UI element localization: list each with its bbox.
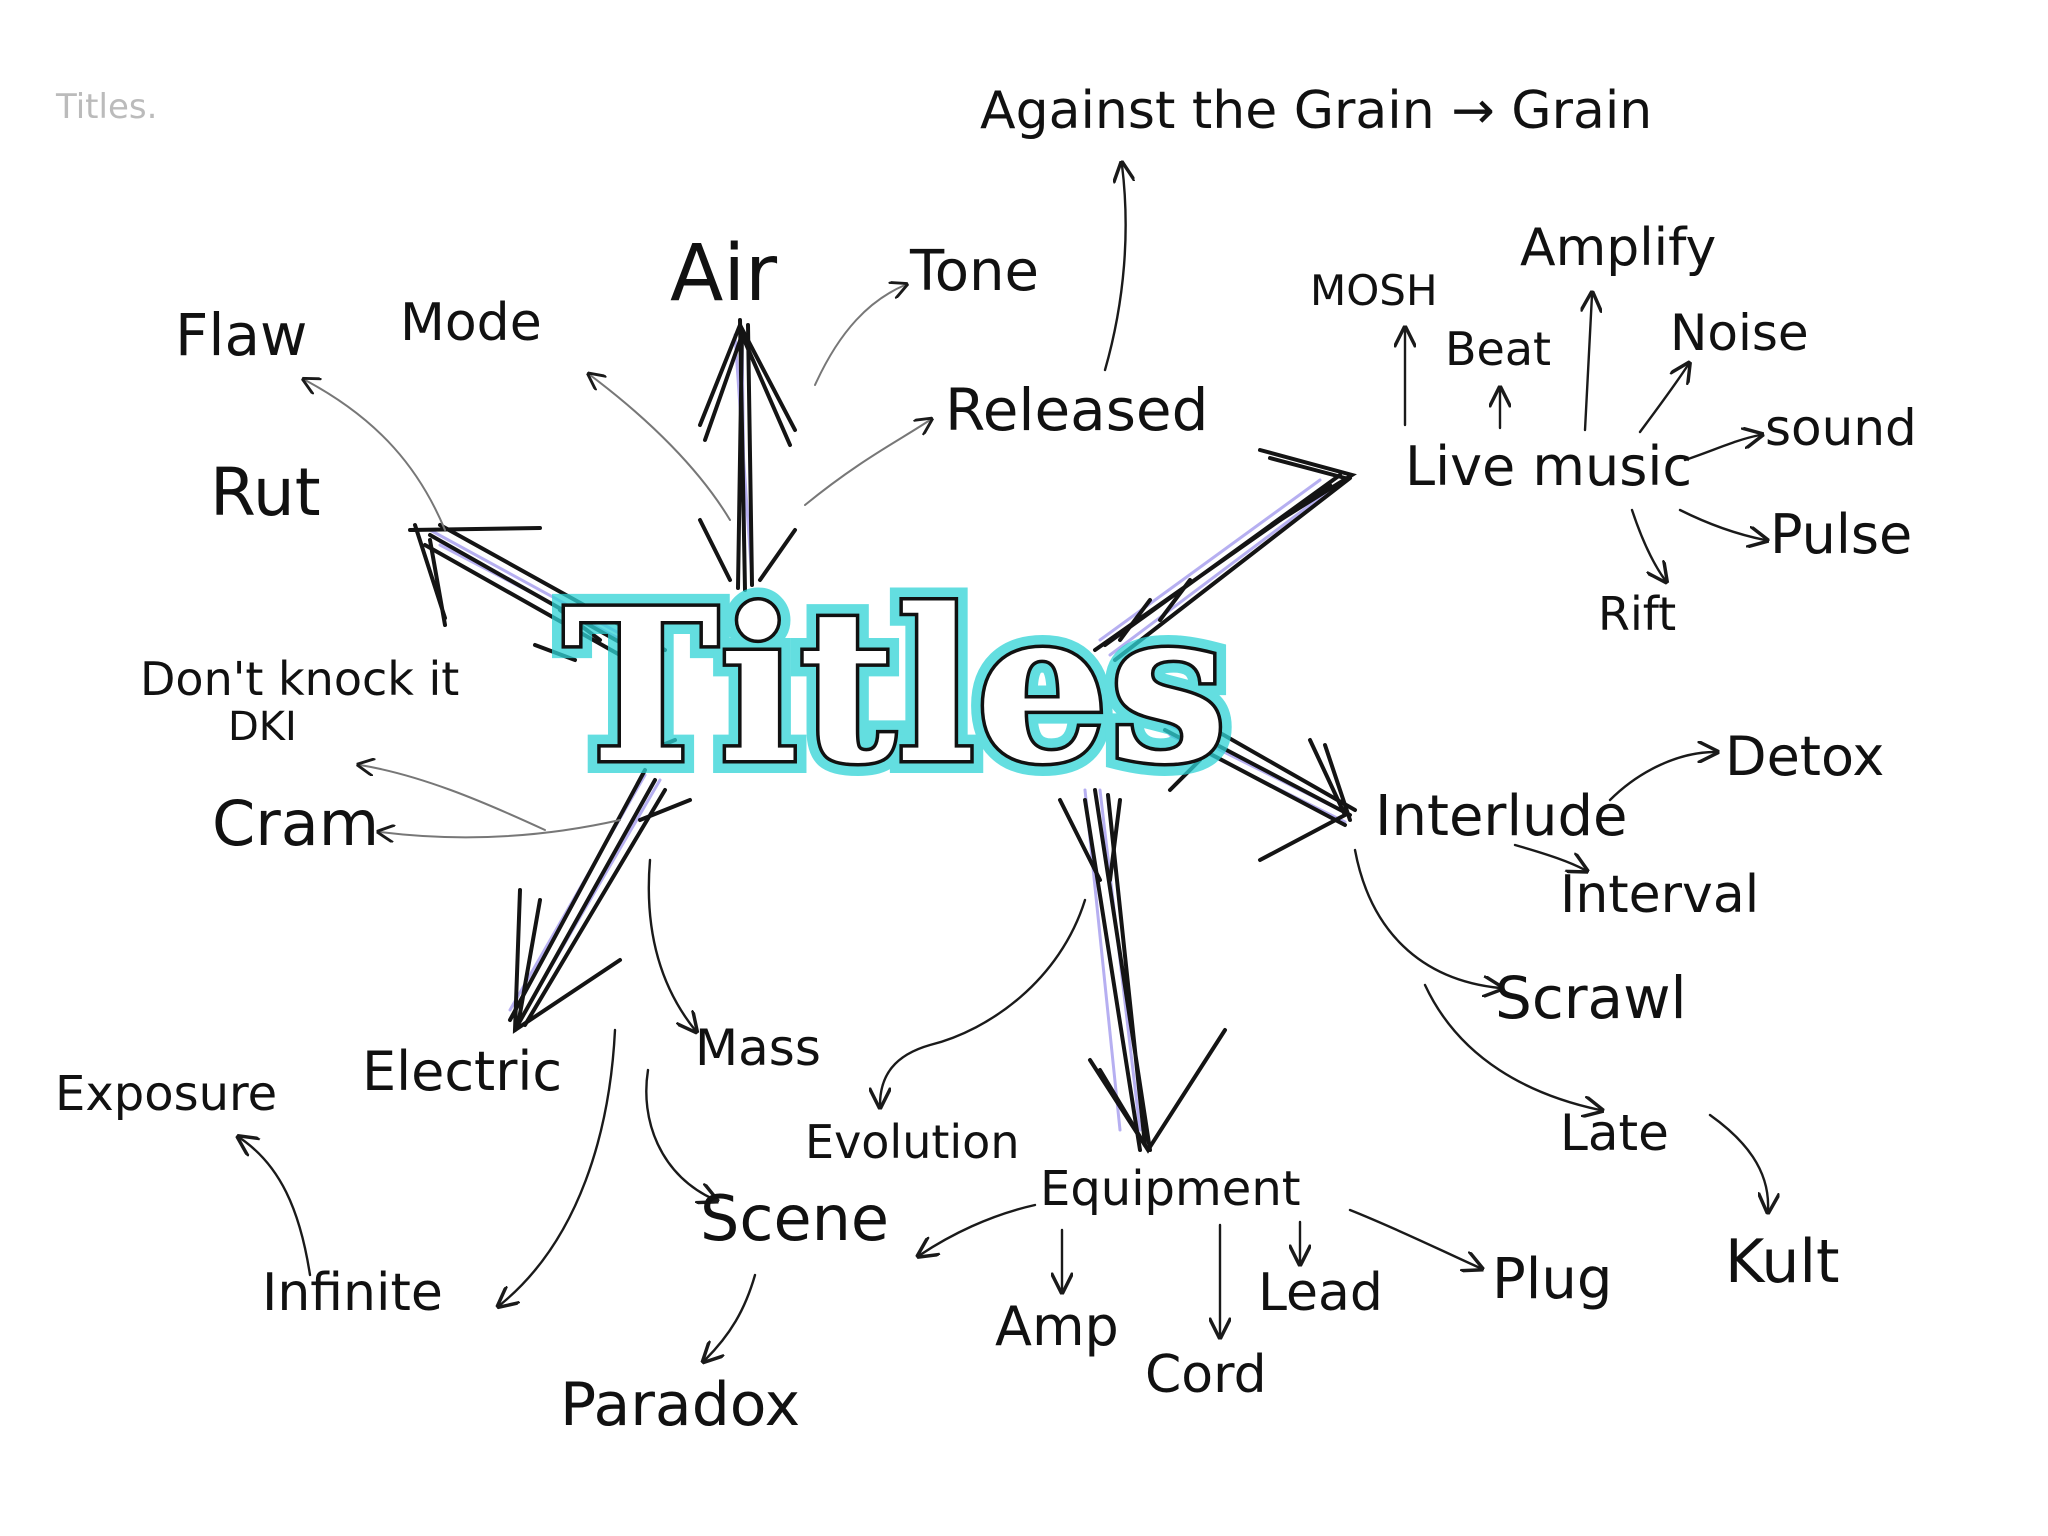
word-paradox: Paradox bbox=[560, 1370, 800, 1440]
word-cram: Cram bbox=[212, 787, 379, 860]
center-title-glow: Titles bbox=[563, 563, 1228, 810]
word-infinite: Infinite bbox=[262, 1263, 443, 1323]
word-exposure: Exposure bbox=[55, 1066, 277, 1122]
word-late: Late bbox=[1560, 1104, 1669, 1162]
word-interval: Interval bbox=[1560, 865, 1759, 925]
word-live-music: Live music bbox=[1405, 435, 1692, 498]
word-dont-knock-it: Don't knock it bbox=[140, 652, 459, 706]
word-against-the-grain: Against the Grain → Grain bbox=[980, 81, 1652, 141]
star-spikes bbox=[408, 318, 1357, 1154]
word-plug: Plug bbox=[1492, 1247, 1612, 1312]
word-labels: Against the Grain → Grain Air Tone Relea… bbox=[55, 81, 1917, 1440]
word-detox: Detox bbox=[1725, 725, 1884, 788]
word-sound: sound bbox=[1765, 399, 1917, 457]
word-mode: Mode bbox=[400, 293, 542, 353]
word-tone: Tone bbox=[909, 239, 1039, 304]
word-lead: Lead bbox=[1258, 1263, 1383, 1323]
word-equipment: Equipment bbox=[1040, 1161, 1301, 1217]
word-mass: Mass bbox=[695, 1019, 821, 1077]
connectors bbox=[240, 165, 1768, 1360]
word-rift: Rift bbox=[1598, 587, 1676, 641]
word-evolution: Evolution bbox=[805, 1115, 1019, 1169]
word-cord: Cord bbox=[1145, 1345, 1267, 1405]
word-air: Air bbox=[670, 229, 778, 319]
word-electric: Electric bbox=[362, 1040, 562, 1103]
word-dki: DKI bbox=[228, 704, 297, 750]
word-amp: Amp bbox=[995, 1295, 1119, 1358]
word-amplify: Amplify bbox=[1520, 218, 1716, 278]
word-released: Released bbox=[945, 376, 1208, 444]
word-interlude: Interlude bbox=[1375, 784, 1628, 849]
word-kult: Kult bbox=[1725, 1227, 1840, 1297]
center-title: Titles Titles bbox=[550, 550, 1241, 823]
word-mosh: MOSH bbox=[1310, 266, 1438, 315]
word-rut: Rut bbox=[210, 454, 321, 531]
word-scrawl: Scrawl bbox=[1495, 964, 1687, 1032]
center-title-text: Titles bbox=[563, 563, 1228, 810]
corner-note: Titles. bbox=[55, 87, 157, 127]
word-flaw: Flaw bbox=[175, 301, 307, 369]
word-pulse: Pulse bbox=[1770, 503, 1912, 566]
word-noise: Noise bbox=[1670, 304, 1809, 362]
word-beat: Beat bbox=[1445, 322, 1551, 376]
word-scene: Scene bbox=[700, 1182, 889, 1255]
